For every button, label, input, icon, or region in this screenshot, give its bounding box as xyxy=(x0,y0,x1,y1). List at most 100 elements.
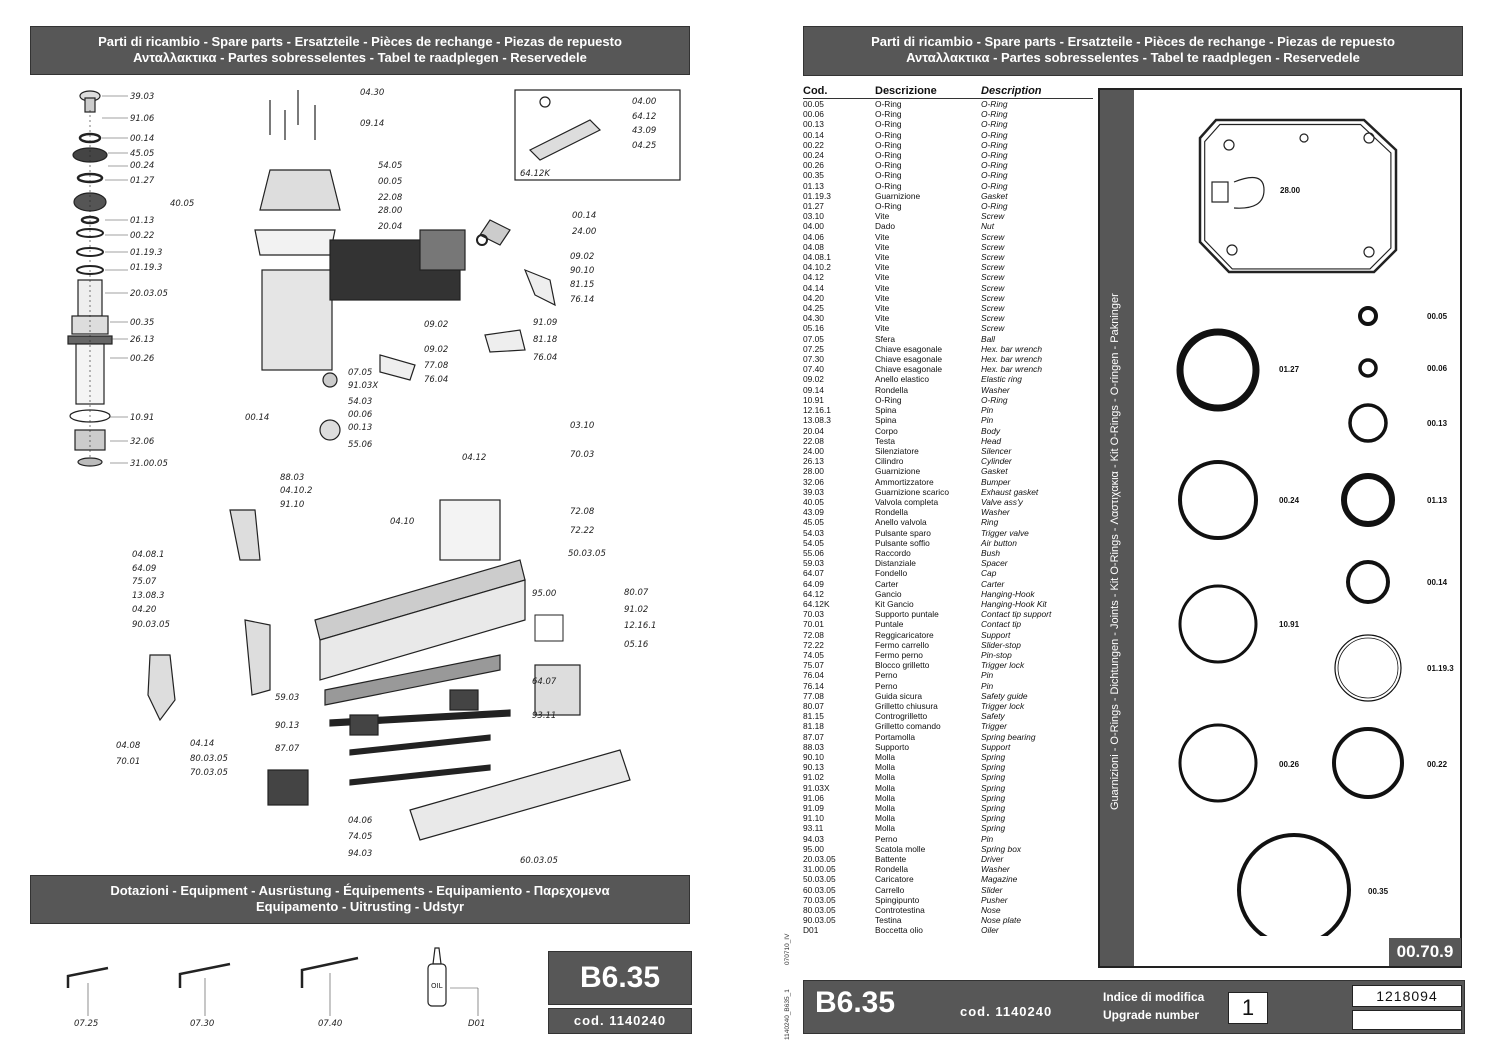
part-descrizione: Scatola molle xyxy=(875,843,926,854)
upgrade-label-en: Upgrade number xyxy=(1103,1008,1200,1022)
label-07-05: 07.05 xyxy=(348,368,372,378)
label-00-26: 00.26 xyxy=(130,354,155,364)
part-description: O-Ring xyxy=(981,150,1008,161)
label-59-03: 59.03 xyxy=(275,693,299,703)
label-00-13: 00.13 xyxy=(348,423,372,433)
part-descrizione: O-Ring xyxy=(875,150,902,161)
part-code: 00.06 xyxy=(803,109,824,120)
label-64-09: 64.09 xyxy=(132,564,156,574)
part-description: Spring xyxy=(981,823,1006,834)
part-descrizione: Anello elastico xyxy=(875,374,930,385)
part-code: 01.27 xyxy=(803,201,824,212)
part-description: O-Ring xyxy=(981,139,1008,150)
label-77-08: 77.08 xyxy=(424,361,449,371)
label-00-35: 00.35 xyxy=(130,318,154,328)
part-descrizione: Boccetta olio xyxy=(875,925,923,936)
part-description: Exhaust gasket xyxy=(981,486,1039,497)
label-09-14: 09.14 xyxy=(360,119,384,129)
label-04-08-1: 04.08.1 xyxy=(132,550,164,560)
part-descrizione: Portamolla xyxy=(875,731,916,742)
part-description: Gasket xyxy=(981,190,1008,201)
part-code: 09.02 xyxy=(803,374,824,385)
part-description: Pin xyxy=(981,415,994,426)
label-70-01: 70.01 xyxy=(116,757,140,767)
ring-code-00-05: 00.05 xyxy=(1427,312,1448,321)
part-descrizione: O-Ring xyxy=(875,394,902,405)
oring-00-14 xyxy=(1346,560,1390,604)
label-91-02: 91.02 xyxy=(624,605,648,615)
part-description: O-Ring xyxy=(981,109,1008,120)
label-00-14: 00.14 xyxy=(130,134,154,144)
part-descrizione: O-Ring xyxy=(875,160,902,171)
part-description: Slider-stop xyxy=(981,639,1021,650)
part-code: 87.07 xyxy=(803,731,824,742)
part-descrizione: Battente xyxy=(875,854,907,865)
part-descrizione: Molla xyxy=(875,823,896,834)
part-code: 64.12K xyxy=(803,598,830,609)
label-64-12k: 64.12K xyxy=(520,169,551,179)
part-description: Silencer xyxy=(981,445,1012,456)
ring-code-01-27: 01.27 xyxy=(1279,365,1300,374)
part-descrizione: Vite xyxy=(875,313,890,324)
label-91-03x: 91.03X xyxy=(348,381,378,391)
table-row: 87.07 Portamolla Spring bearing xyxy=(803,732,1093,742)
oring-01-19-3-inner xyxy=(1337,637,1399,699)
label-54-03: 54.03 xyxy=(348,397,372,407)
part-code: 00.26 xyxy=(803,160,824,171)
label-93-11: 93.11 xyxy=(532,711,556,721)
part-descrizione: Rondella xyxy=(875,384,909,395)
label-75-07: 75.07 xyxy=(132,577,157,587)
part-code: 04.08 xyxy=(803,241,824,252)
part-descrizione: Vite xyxy=(875,211,890,222)
part-description: Spring xyxy=(981,752,1006,762)
part-description: Support xyxy=(981,741,1011,752)
label-76-14: 76.14 xyxy=(570,295,594,305)
oring-kit-side-bar xyxy=(1100,90,1134,966)
label-03-10: 03.10 xyxy=(570,421,594,431)
part-code: 70.01 xyxy=(803,619,824,630)
table-row: 70.01 Puntale Contact tip xyxy=(803,619,1093,629)
part-descrizione: Guida sicura xyxy=(875,690,923,701)
part-description: Contact tip xyxy=(981,619,1022,630)
label-87-07: 87.07 xyxy=(275,744,300,754)
part-descrizione: Vite xyxy=(875,282,890,293)
part-description: Pin xyxy=(981,405,994,416)
part-code: 72.08 xyxy=(803,629,824,640)
col-code: Cod. xyxy=(803,84,875,99)
part-descrizione: Valvola completa xyxy=(875,496,939,507)
label-13-08-3: 13.08.3 xyxy=(132,591,164,601)
part-descrizione: Pulsante sparo xyxy=(875,527,931,538)
part-descrizione: Perno xyxy=(875,680,898,691)
part-code: 90.03.05 xyxy=(803,915,836,926)
part-code: 70.03 xyxy=(803,609,824,620)
label-45-05: 45.05 xyxy=(130,149,154,159)
part-description: Screw xyxy=(981,211,1005,222)
part-descrizione: Pulsante soffio xyxy=(875,537,930,548)
part-descrizione: Puntale xyxy=(875,619,904,630)
part-description: Spring bearing xyxy=(981,731,1036,742)
label-90-10: 90.10 xyxy=(570,266,594,276)
part-description: Ball xyxy=(981,333,995,344)
label-95-00: 95.00 xyxy=(532,589,556,599)
part-description: O-Ring xyxy=(981,119,1008,130)
